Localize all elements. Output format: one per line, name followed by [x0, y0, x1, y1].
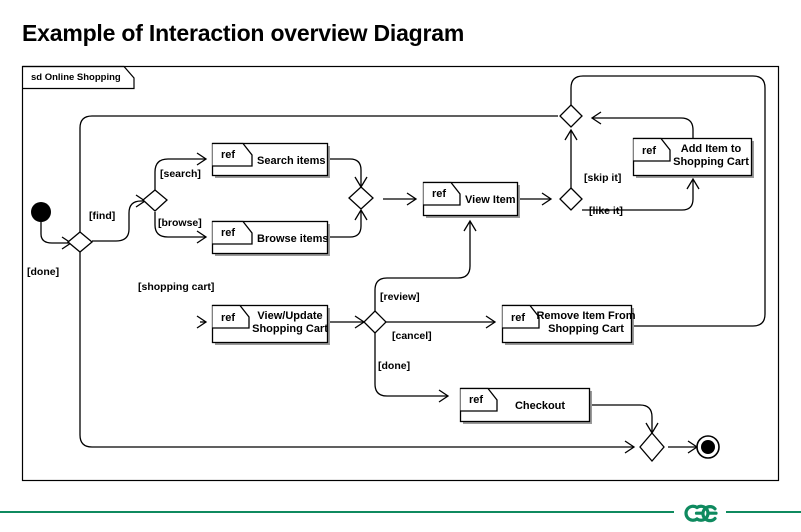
ref-view-update-name-line1: View/Update	[257, 310, 322, 322]
edge-initial-to-merge-start	[40, 222, 72, 244]
ref-remove-item-tab	[502, 304, 540, 329]
ref-view-update-keyword: ref	[221, 312, 235, 324]
edge-browse-to-merge-items	[329, 211, 362, 238]
ref-view-item[interactable]: ref View Item	[422, 181, 521, 219]
ref-remove-item-from-shopping-cart[interactable]: ref Remove Item From Shopping Cart	[501, 304, 636, 346]
ref-view-item-name: View Item	[465, 194, 516, 206]
arrowhead-decision-find-to-search	[196, 152, 208, 166]
ref-search-items-keyword: ref	[221, 149, 235, 161]
final-node-core	[701, 440, 715, 454]
arrowhead-left-rail-to-merge-final	[624, 440, 636, 454]
guard-like-it: [like it]	[589, 205, 623, 217]
decision-cart-diamond[interactable]	[363, 310, 387, 334]
edge-decision-find-to-browse	[154, 212, 206, 238]
guard-shopping-cart: [shopping cart]	[138, 281, 214, 293]
edge-decision-find-to-search	[154, 158, 206, 190]
ref-browse-items[interactable]: ref Browse items	[211, 220, 331, 257]
ref-view-item-keyword: ref	[432, 188, 446, 200]
logo-right-loop	[701, 505, 717, 523]
frame-label-tab	[22, 65, 135, 90]
guard-search: [search]	[160, 168, 201, 180]
control-nodes-layer	[31, 104, 720, 462]
arrowhead-skip-it-to-merge-top	[564, 128, 578, 141]
page-title: Example of Interaction overview Diagram	[22, 20, 465, 46]
merge-items-diamond[interactable]	[348, 186, 374, 210]
arrowhead-cancel-to-remove-item	[485, 315, 497, 329]
ref-remove-item-name-line1: Remove Item From	[536, 310, 635, 322]
guard-labels-layer: [done] [find] [search] [browse] [shoppin…	[27, 168, 623, 372]
arrowhead-browse-to-merge-items	[354, 208, 368, 221]
arrowhead-like-it-to-add-item	[686, 177, 700, 190]
edge-checkout-to-merge-final	[591, 404, 653, 432]
edges-layer	[40, 75, 766, 454]
arrowhead-view-item-to-decision-view	[541, 192, 553, 206]
edge-merge-start-to-decision-find	[92, 200, 145, 242]
ref-search-items-tab	[212, 142, 253, 167]
ref-add-item-name-line1: Add Item to	[681, 143, 742, 155]
guard-cancel: [cancel]	[392, 330, 432, 342]
guard-browse: [browse]	[158, 217, 202, 229]
decision-view-item-diamond[interactable]	[559, 187, 583, 211]
ref-browse-items-name: Browse items	[257, 233, 329, 245]
decision-find-diamond[interactable]	[142, 189, 168, 212]
ref-checkout-name: Checkout	[515, 400, 565, 412]
edge-merge-start-top-loop	[79, 115, 558, 232]
arrowhead-shopping-cart-entry	[196, 315, 208, 329]
ref-remove-item-name-line2: Shopping Cart	[548, 323, 624, 335]
arrowhead-add-item-to-merge-top	[590, 111, 602, 125]
guard-done-start: [done]	[27, 266, 59, 278]
guard-review: [review]	[380, 291, 420, 303]
ref-view-update-name-line2: Shopping Cart	[252, 323, 328, 335]
ref-search-items-name: Search items	[257, 155, 325, 167]
footer-divider-right	[726, 511, 801, 513]
arrowhead-review-to-view-item	[463, 219, 477, 232]
ref-browse-items-keyword: ref	[221, 227, 235, 239]
ref-add-item-keyword: ref	[642, 145, 656, 157]
edge-right-rail-loop	[570, 75, 766, 327]
ref-add-item-tab	[633, 137, 671, 162]
footer-divider-left	[0, 511, 674, 513]
diagram-frame: sd Online Shopping	[21, 65, 780, 482]
ref-remove-item-keyword: ref	[511, 312, 525, 324]
arrowhead-done-to-checkout	[438, 389, 450, 403]
ref-add-item-to-shopping-cart[interactable]: ref Add Item to Shopping Cart	[632, 137, 755, 179]
merge-start-diamond[interactable]	[66, 231, 94, 253]
geeksforgeeks-logo	[684, 504, 718, 523]
edge-left-rail-to-merge-final	[79, 252, 634, 448]
guard-done-cart: [done]	[378, 360, 410, 372]
edge-done-to-checkout	[374, 333, 448, 397]
ref-view-item-tab	[423, 181, 461, 206]
edge-search-to-merge-items	[329, 158, 362, 186]
ref-checkout-tab	[460, 387, 498, 412]
edge-like-it-to-add-item	[582, 180, 694, 211]
arrowhead-merge-items-to-view-item	[406, 192, 418, 206]
initial-node[interactable]	[31, 202, 51, 222]
edge-review-to-view-item	[374, 222, 471, 311]
ref-view-update-shopping-cart[interactable]: ref View/Update Shopping Cart	[211, 304, 331, 346]
frame-label-text: sd Online Shopping	[31, 72, 121, 83]
ref-checkout[interactable]: ref Checkout	[459, 387, 593, 425]
ref-add-item-name-line2: Shopping Cart	[673, 156, 749, 168]
frame-border	[21, 65, 780, 482]
guard-skip-it: [skip it]	[584, 172, 621, 184]
ref-checkout-keyword: ref	[469, 394, 483, 406]
edge-add-item-to-merge-top	[592, 117, 694, 138]
ref-browse-items-tab	[212, 220, 253, 245]
merge-final-diamond[interactable]	[639, 432, 665, 462]
guard-find: [find]	[89, 210, 115, 222]
ref-search-items[interactable]: ref Search items	[211, 142, 331, 179]
ref-view-update-tab	[212, 304, 250, 329]
arrowhead-decision-find-to-browse	[196, 230, 208, 244]
merge-top-diamond[interactable]	[559, 104, 583, 128]
